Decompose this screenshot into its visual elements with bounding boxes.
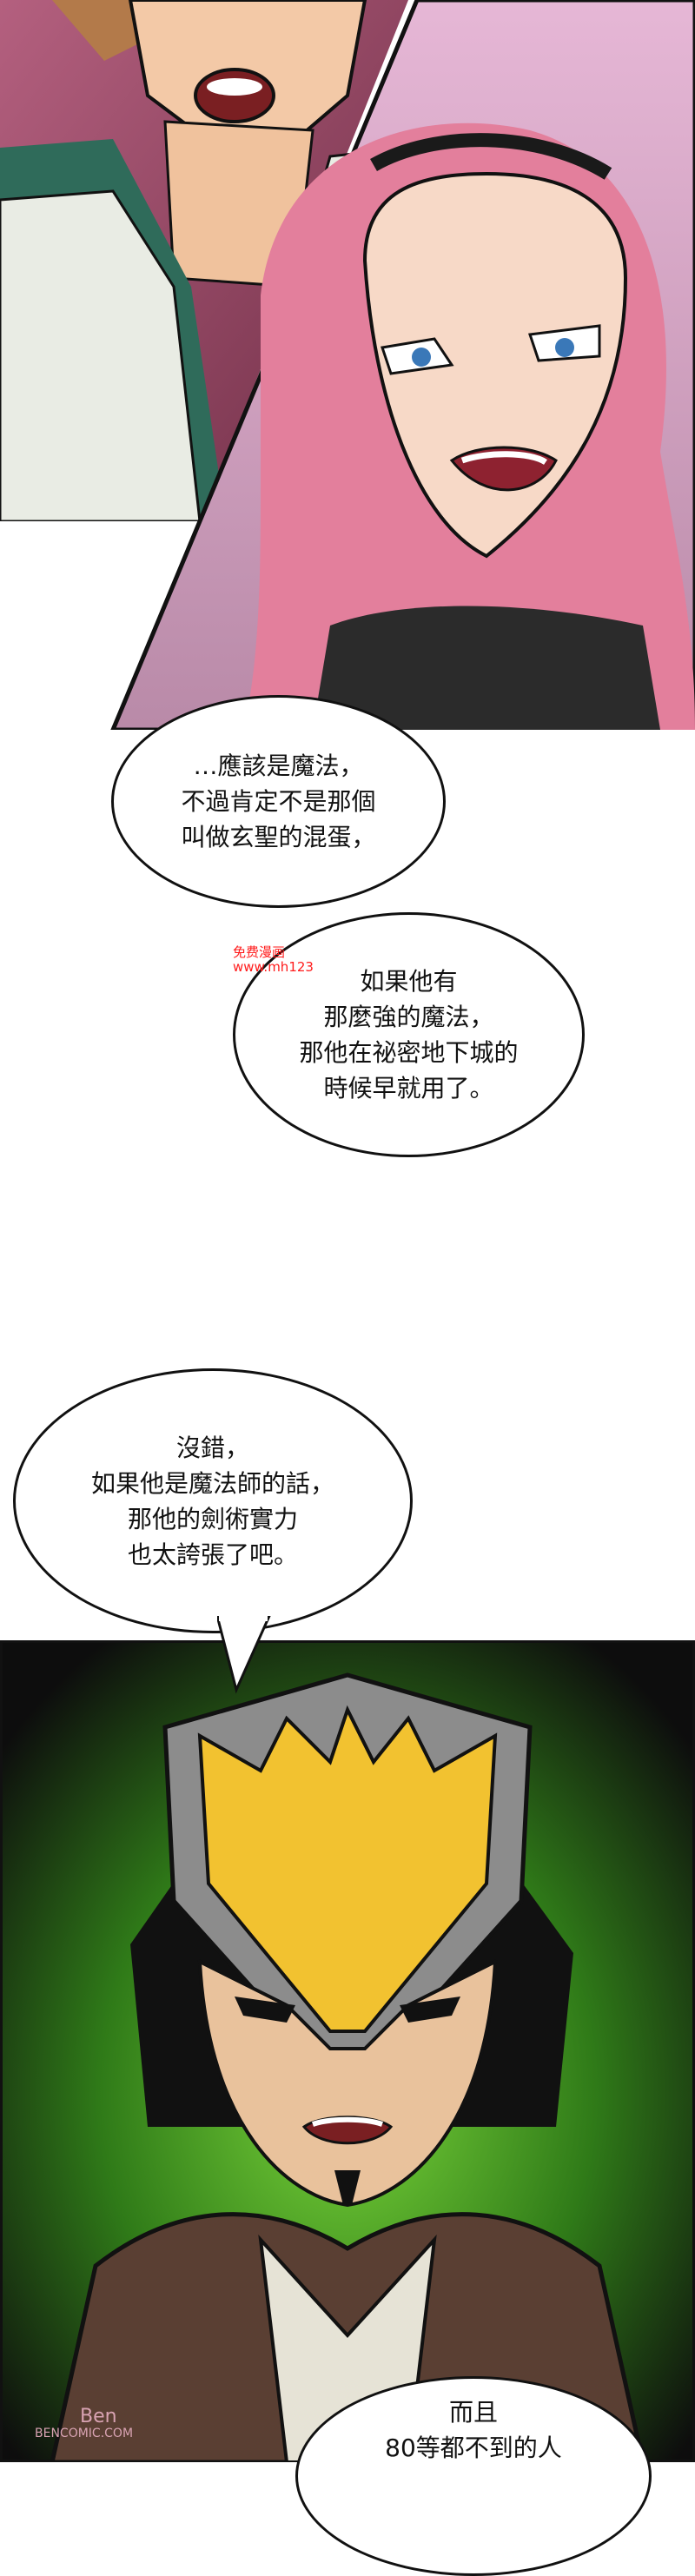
speech-bubble-1-text: …應該是魔法， 不過肯定不是那個 叫做玄聖的混蛋， (181, 752, 376, 851)
speech-bubble-4: 而且 80等都不到的人 (295, 2376, 652, 2576)
panel-pink-hair-woman (0, 0, 695, 730)
yellow-hair-man-illustration (0, 1640, 695, 2462)
site-logo-name: Ben (80, 2406, 117, 2427)
watermark-line-2: www.mh123 (233, 959, 314, 975)
speech-bubble-2-text: 如果他有 那麼強的魔法， 那他在祕密地下城的 時候早就用了。 (299, 967, 519, 1103)
speech-bubble-4-text: 而且 80等都不到的人 (385, 2398, 562, 2462)
site-logo-url: BENCOMIC.COM (35, 2427, 134, 2440)
speech-bubble-3: 沒錯， 如果他是魔法師的話， 那他的劍術實力 也太誇張了吧。 (13, 1368, 413, 1633)
watermark-line-1: 免费漫画 (233, 944, 286, 960)
speech-bubble-3-tail (217, 1616, 271, 1694)
speech-bubble-1: …應該是魔法， 不過肯定不是那個 叫做玄聖的混蛋， (111, 695, 446, 908)
speech-bubble-3-text: 沒錯， 如果他是魔法師的話， 那他的劍術實力 也太誇張了吧。 (90, 1433, 334, 1569)
pink-hair-woman-illustration (110, 0, 695, 730)
site-logo: Ben BENCOMIC.COM (35, 2407, 133, 2440)
speech-bubble-2: 如果他有 那麼強的魔法， 那他在祕密地下城的 時候早就用了。 (233, 912, 585, 1157)
watermark: 免费漫画 www.mh123 (233, 945, 314, 975)
panel-yellow-hair-man (0, 1640, 695, 2462)
